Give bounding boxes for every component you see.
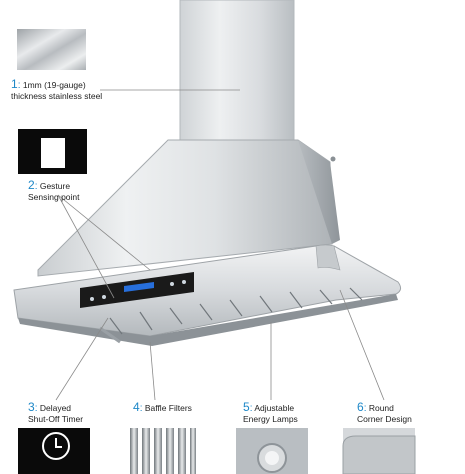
feature-5-number: 5 bbox=[243, 400, 250, 414]
feature-2-line1: Gesture bbox=[39, 181, 71, 191]
feature-3-line2: Shut-Off Timer bbox=[28, 414, 84, 424]
control-display bbox=[124, 282, 154, 292]
panel-button bbox=[182, 280, 186, 284]
hood-screw bbox=[330, 156, 336, 162]
feature-5-label: 5: Adjustable Energy Lamps bbox=[243, 400, 298, 424]
hood-canopy-side bbox=[298, 140, 340, 244]
hood-handle bbox=[99, 326, 121, 344]
panel-button bbox=[90, 297, 94, 301]
feature-1-number: 1 bbox=[11, 77, 18, 91]
gesture-sensor-window bbox=[41, 138, 65, 168]
clock-hands bbox=[55, 438, 62, 448]
feature-2-number: 2 bbox=[28, 178, 35, 192]
round-corner bbox=[315, 244, 341, 271]
feature-5-line1: Adjustable bbox=[254, 403, 295, 413]
clock-face bbox=[42, 432, 70, 460]
panel-button bbox=[102, 295, 106, 299]
feature-2-line2: Sensing point bbox=[28, 192, 80, 202]
feature-4-number: 4 bbox=[133, 400, 140, 414]
feature-5-line2: Energy Lamps bbox=[243, 414, 298, 424]
callout-lines bbox=[55, 89, 385, 401]
feature-1-line2: thickness stainless steel bbox=[11, 91, 103, 101]
lamp-lens bbox=[265, 451, 279, 465]
baffle-rods bbox=[130, 428, 196, 474]
feature-4-line1: Baffle Filters bbox=[144, 403, 192, 413]
feature-6-line1: Round bbox=[368, 403, 394, 413]
round-corner-icon-shape bbox=[342, 435, 416, 474]
feature-1-label: 1: 1mm (19-gauge) thickness stainless st… bbox=[11, 77, 103, 101]
hood-chimney bbox=[179, 0, 295, 159]
feature-2-label: 2: Gesture Sensing point bbox=[28, 178, 80, 202]
feature-3-number: 3 bbox=[28, 400, 35, 414]
panel-button bbox=[170, 282, 174, 286]
feature-3-label: 3: Delayed Shut-Off Timer bbox=[28, 400, 84, 424]
clock-icon bbox=[18, 428, 90, 474]
feature-6-line2: Corner Design bbox=[357, 414, 412, 424]
feature-1-line1: 1mm (19-gauge) bbox=[22, 80, 86, 90]
feature-6-label: 6: Round Corner Design bbox=[357, 400, 412, 424]
feature-3-line1: Delayed bbox=[39, 403, 72, 413]
feature-6-number: 6 bbox=[357, 400, 364, 414]
feature-4-label: 4: Baffle Filters bbox=[133, 400, 192, 414]
hood-underside bbox=[18, 294, 398, 346]
steel-swatch-icon bbox=[17, 29, 86, 70]
baffle-filter-ribs bbox=[109, 287, 363, 335]
